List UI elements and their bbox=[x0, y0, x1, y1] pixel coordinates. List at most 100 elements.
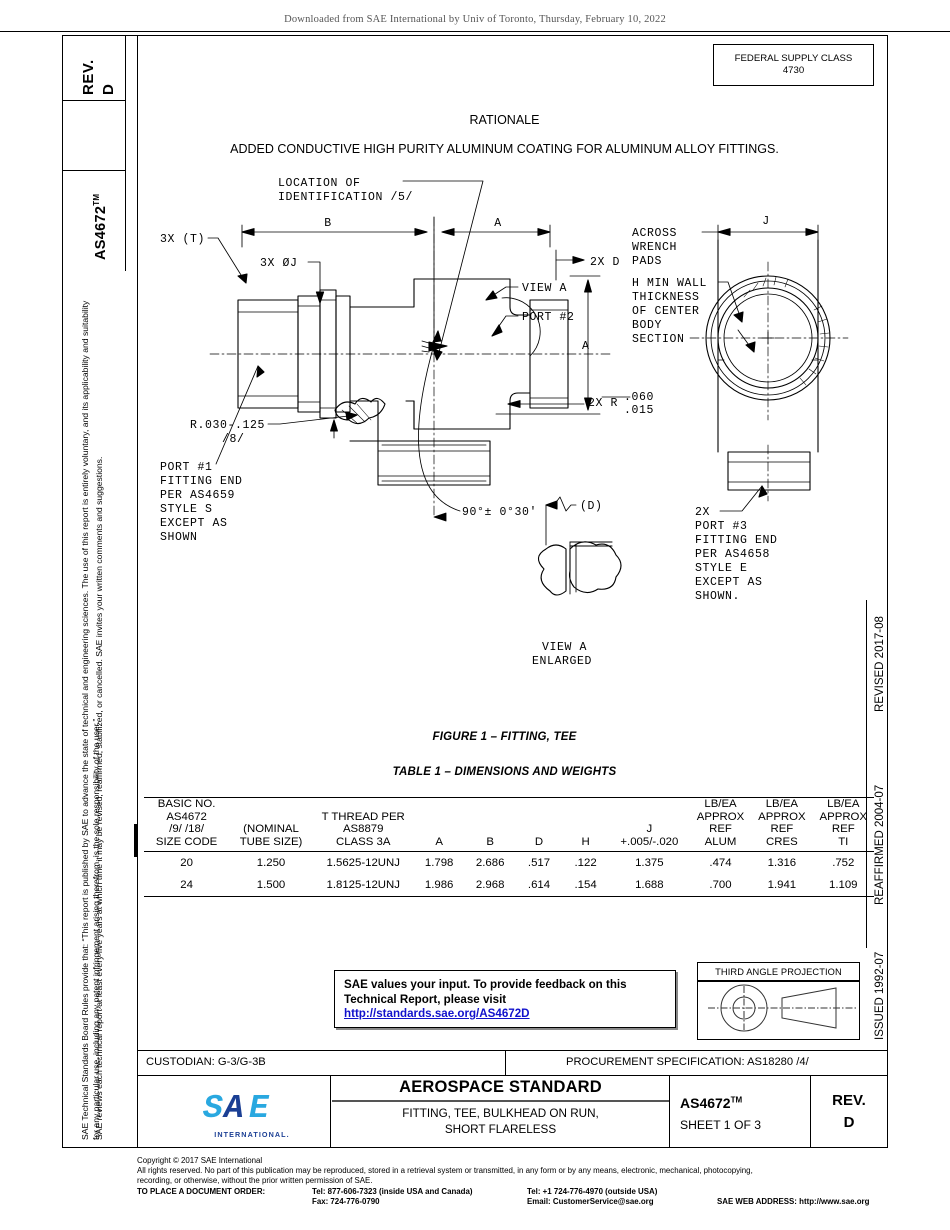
label-across-wrench-pads-line3: PADS bbox=[632, 255, 662, 268]
rail-standard-id-text: AS4672 bbox=[92, 205, 109, 260]
third-angle-projection-box: THIRD ANGLE PROJECTION bbox=[697, 962, 860, 1040]
label-view-a-enlarged-line2: ENLARGED bbox=[532, 655, 592, 668]
cell-b: 2.686 bbox=[475, 857, 505, 870]
label-across-wrench-pads-line1: ACROSS bbox=[632, 227, 677, 240]
col-head-lbea-cres-l4: CRES bbox=[766, 835, 798, 848]
col-head-t-thread-l3: CLASS 3A bbox=[335, 835, 391, 848]
col-head-lbea-ti-l4: TI bbox=[838, 835, 849, 848]
sheet-number: SHEET 1 OF 3 bbox=[680, 1118, 762, 1132]
table-caption: TABLE 1 – DIMENSIONS AND WEIGHTS bbox=[392, 766, 617, 778]
revision-change-bar bbox=[134, 824, 138, 857]
col-head-j: J +.005/-.020 bbox=[609, 798, 690, 852]
issued-date: ISSUED 1992-07 bbox=[874, 951, 886, 1040]
cell-j: 1.688 bbox=[635, 879, 664, 892]
feedback-line-1: SAE values your input. To provide feedba… bbox=[344, 978, 627, 991]
third-angle-projection-rule bbox=[698, 980, 859, 982]
title-block-standard-id-text: AS4672 bbox=[680, 1095, 731, 1111]
col-head-t-thread: T THREAD PER AS8879 CLASS 3A bbox=[313, 798, 414, 852]
cell-tube-size: 1.500 bbox=[256, 879, 286, 892]
footer-tel-outside: Tel: +1 724-776-4970 (outside USA) bbox=[527, 1186, 658, 1196]
label-port-3-line7: SHOWN. bbox=[695, 590, 740, 603]
col-head-size-code-l2: AS4672 bbox=[166, 810, 207, 823]
third-angle-projection-symbol bbox=[708, 984, 858, 1031]
footer-spacer bbox=[137, 1197, 312, 1207]
col-head-nominal-tube-size-l2: TUBE SIZE) bbox=[239, 835, 303, 848]
rail-standard-id: AS4672TM bbox=[92, 194, 109, 260]
footer-fax: Fax: 724-776-0790 bbox=[312, 1196, 380, 1206]
rail-trademark-mark: TM bbox=[92, 193, 101, 206]
table-row: 24 1.500 1.8125-12UNJ 1.986 2.968 .614 .… bbox=[144, 874, 874, 897]
col-head-lbea-alum-l1: LB/EA bbox=[704, 798, 737, 810]
cell-b: 2.968 bbox=[475, 879, 505, 892]
label-port-3-line3: FITTING END bbox=[695, 534, 778, 547]
cell-d: .614 bbox=[527, 879, 551, 892]
dim-a-right-label: A bbox=[582, 340, 590, 353]
title-block-divider-3 bbox=[810, 1076, 812, 1148]
third-angle-projection-title: THIRD ANGLE PROJECTION bbox=[715, 967, 842, 977]
custodian-label: CUSTODIAN: G-3/G-3B bbox=[146, 1056, 266, 1068]
label-view-a-enlarged-line1: VIEW A bbox=[542, 641, 587, 654]
sae-logo-subtext: INTERNATIONAL. bbox=[214, 1130, 290, 1139]
footer-rights-line-1: All rights reserved. No part of this pub… bbox=[137, 1166, 753, 1176]
col-head-size-code-l1: BASIC NO. bbox=[157, 798, 216, 810]
federal-supply-class-label: FEDERAL SUPPLY CLASS bbox=[734, 53, 853, 64]
left-rail-divider-1 bbox=[62, 100, 126, 102]
label-3x-t: 3X (T) bbox=[160, 233, 205, 246]
page-border bbox=[62, 35, 888, 1148]
label-h-min-wall-line3: OF CENTER bbox=[632, 305, 700, 318]
label-location-of-identification-line1: LOCATION OF bbox=[278, 177, 361, 190]
feedback-line-2: Technical Report, please visit bbox=[344, 992, 507, 1006]
rail-rev-value: D bbox=[100, 84, 117, 95]
cell-cres: 1.941 bbox=[767, 879, 797, 892]
col-head-lbea-ti: LB/EA APPROX REF TI bbox=[813, 798, 874, 852]
document-subtitle-line-1: FITTING, TEE, BULKHEAD ON RUN, bbox=[402, 1107, 599, 1120]
feedback-link[interactable]: http://standards.sae.org/AS4672D bbox=[344, 1007, 530, 1021]
label-port-2: PORT #2 bbox=[522, 311, 575, 324]
cell-thread: 1.5625-12UNJ bbox=[326, 857, 400, 870]
footer-tel-inside: Tel: 877-606-7323 (inside USA and Canada… bbox=[312, 1186, 473, 1196]
reaffirmed-date: REAFFIRMED 2004-07 bbox=[874, 784, 886, 905]
footer-order-row-1: TO PLACE A DOCUMENT ORDER: Tel: 877-606-… bbox=[137, 1187, 897, 1197]
label-view-a-d: (D) bbox=[580, 500, 603, 513]
title-block-divider-2 bbox=[669, 1076, 671, 1148]
table-top-rule bbox=[144, 797, 874, 799]
col-head-lbea-alum: LB/EA APPROX REF ALUM bbox=[690, 798, 751, 852]
cell-a: 1.798 bbox=[424, 857, 454, 870]
federal-supply-class-value: 4730 bbox=[782, 65, 805, 76]
cell-tube-size: 1.250 bbox=[256, 857, 286, 870]
label-2x-d: 2X D bbox=[590, 256, 620, 269]
dim-j-label: J bbox=[762, 215, 770, 228]
cell-alum: .700 bbox=[709, 879, 732, 892]
footer-email: Email: CustomerService@sae.org bbox=[527, 1196, 654, 1206]
col-head-lbea-alum-l2: APPROX bbox=[696, 810, 745, 823]
label-port-1-line6: SHOWN bbox=[160, 531, 198, 544]
dim-b-label: B bbox=[324, 217, 332, 230]
label-port-1-line5: EXCEPT AS bbox=[160, 517, 228, 530]
sae-logo-mark: S A E bbox=[203, 1090, 270, 1127]
custodian-divider bbox=[505, 1050, 507, 1076]
rationale-heading: RATIONALE bbox=[469, 113, 540, 127]
col-head-t-thread-l2: AS8879 bbox=[342, 823, 384, 836]
rail-rev-label: REV. bbox=[80, 59, 97, 95]
cell-size-code: 24 bbox=[180, 879, 193, 892]
col-head-d: D bbox=[534, 835, 544, 848]
cell-ti: 1.109 bbox=[829, 879, 858, 892]
cell-thread: 1.8125-12UNJ bbox=[326, 879, 400, 892]
col-head-size-code: BASIC NO. AS4672 /9/ /18/ SIZE CODE bbox=[144, 798, 229, 852]
left-rail-inner-line bbox=[125, 35, 127, 271]
label-h-min-wall-line5: SECTION bbox=[632, 333, 685, 346]
col-head-lbea-cres: LB/EA APPROX REF CRES bbox=[751, 798, 812, 852]
label-2x-r-lower: .015 bbox=[624, 404, 654, 417]
sae-logo-letter-e: E bbox=[249, 1090, 270, 1124]
figure-caption: FIGURE 1 – FITTING, TEE bbox=[432, 731, 577, 743]
footer-rights-line-2: recording, or otherwise, without the pri… bbox=[137, 1176, 373, 1186]
label-2x-r-upper: .060 bbox=[624, 391, 654, 404]
label-location-of-identification-line2: IDENTIFICATION /5/ bbox=[278, 191, 413, 204]
label-port-1-line3: PER AS4659 bbox=[160, 489, 235, 502]
title-block-divider-1 bbox=[330, 1076, 332, 1148]
document-type-title: AEROSPACE STANDARD bbox=[399, 1078, 602, 1096]
engineering-drawing-figure-1: .t{font-family:"Liberation Mono",monospa… bbox=[150, 170, 880, 730]
col-head-size-code-l3: /9/ /18/ bbox=[169, 823, 205, 836]
col-head-lbea-alum-l4: ALUM bbox=[704, 835, 737, 848]
col-head-size-code-l4: SIZE CODE bbox=[155, 835, 218, 848]
